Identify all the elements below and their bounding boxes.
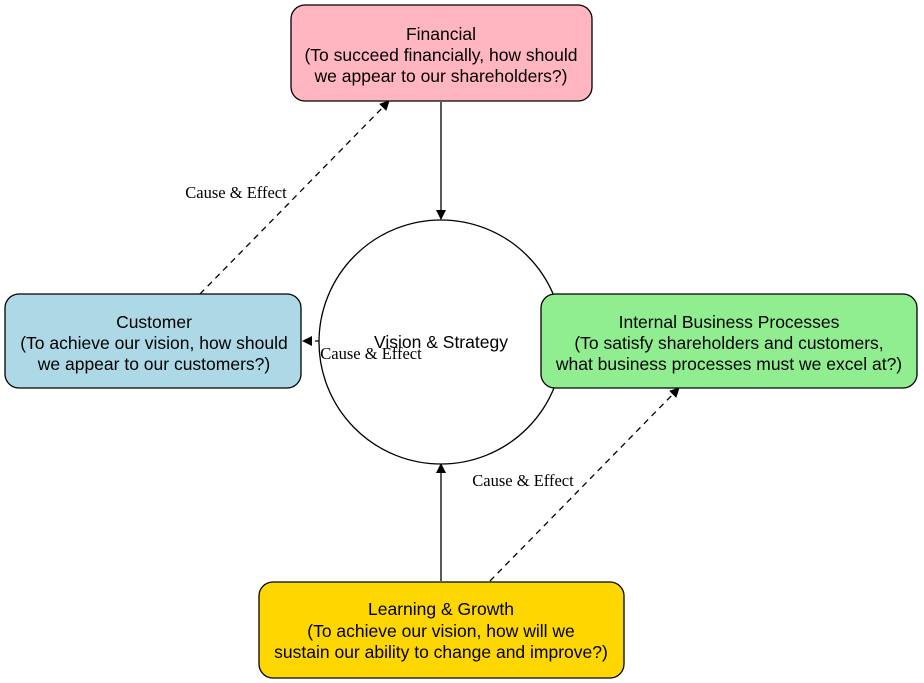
edge-customer-to-financial [199, 100, 390, 295]
learning-growth-node: Learning & Growth (To achieve our vision… [258, 581, 625, 679]
customer-question-line1: (To achieve our vision, how should [20, 333, 288, 353]
edge-label-customer-financial: Cause & Effect [185, 183, 287, 202]
internal-processes-question-line1: (To satisfy shareholders and customers, [574, 333, 883, 353]
internal-processes-node: Internal Business Processes (To satisfy … [540, 293, 918, 389]
internal-processes-node-box [540, 293, 918, 389]
financial-node-box [290, 4, 593, 102]
customer-question-line2: we appear to our customers?) [37, 354, 270, 374]
customer-node-box [4, 293, 302, 389]
learning-growth-question-line2: sustain our ability to change and improv… [274, 642, 608, 662]
customer-title: Customer [116, 312, 192, 332]
financial-title: Financial [406, 24, 476, 44]
financial-node: Financial (To succeed financially, how s… [290, 4, 593, 102]
edge-learning-to-internal [489, 387, 680, 582]
learning-growth-node-box [258, 581, 625, 679]
customer-node: Customer (To achieve our vision, how sho… [4, 293, 302, 389]
internal-processes-title: Internal Business Processes [619, 312, 840, 332]
edge-label-learning-internal: Cause & Effect [472, 471, 574, 490]
learning-growth-question-line1: (To achieve our vision, how will we [307, 621, 574, 641]
financial-question-line2: we appear to our shareholders?) [314, 66, 568, 86]
edge-label-internal-customer: Cause & Effect [320, 344, 422, 363]
internal-processes-question-line2: what business processes must we excel at… [555, 354, 902, 374]
vision-strategy-label: Vision & Strategy [374, 332, 508, 352]
financial-question-line1: (To succeed financially, how should [304, 45, 577, 65]
learning-growth-title: Learning & Growth [368, 599, 514, 619]
